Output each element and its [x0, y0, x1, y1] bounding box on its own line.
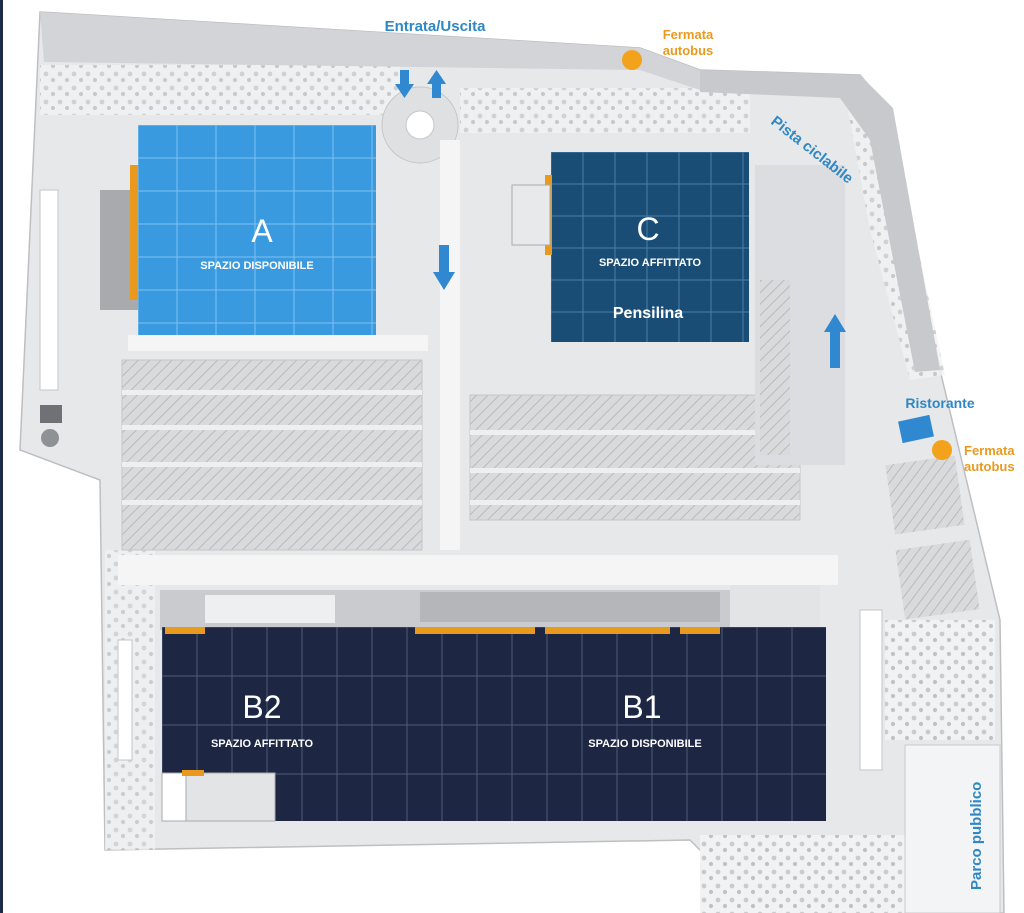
parking-lot-central	[469, 394, 801, 521]
zone-c-letter: C	[636, 211, 659, 247]
arrow-up-icon	[824, 314, 846, 368]
bus-stop-north-icon	[622, 50, 642, 70]
bus-stop-east-label-2: autobus	[964, 459, 1015, 474]
zone-c-extra: Pensilina	[613, 305, 683, 322]
arrow-entrance-out-icon	[427, 70, 446, 98]
arrow-entrance-in-icon	[395, 70, 414, 98]
park-label: Parco pubblico	[968, 782, 985, 890]
entrance-label: Entrata/Uscita	[385, 18, 487, 35]
arrow-down-icon	[433, 245, 455, 290]
bus-stop-east-icon	[932, 440, 952, 460]
restaurant-label: Ristorante	[905, 395, 974, 411]
zone-b1-letter: B1	[622, 689, 661, 725]
restaurant-building	[898, 414, 934, 444]
bus-stop-east-label-1: Fermata	[964, 443, 1015, 458]
zone-a-status: SPAZIO DISPONIBILE	[200, 260, 313, 272]
bus-stop-north-label-1: Fermata	[663, 27, 714, 42]
zone-a-letter: A	[251, 213, 273, 249]
zone-b2-status: SPAZIO AFFITTATO	[211, 738, 313, 750]
park-area	[904, 744, 1001, 913]
zone-c-status: SPAZIO AFFITTATO	[599, 257, 701, 269]
parking-lot-west	[121, 359, 423, 551]
zone-b2-letter: B2	[242, 689, 281, 725]
bus-stop-north-label-2: autobus	[663, 43, 714, 58]
zone-b1-status: SPAZIO DISPONIBILE	[588, 738, 701, 750]
